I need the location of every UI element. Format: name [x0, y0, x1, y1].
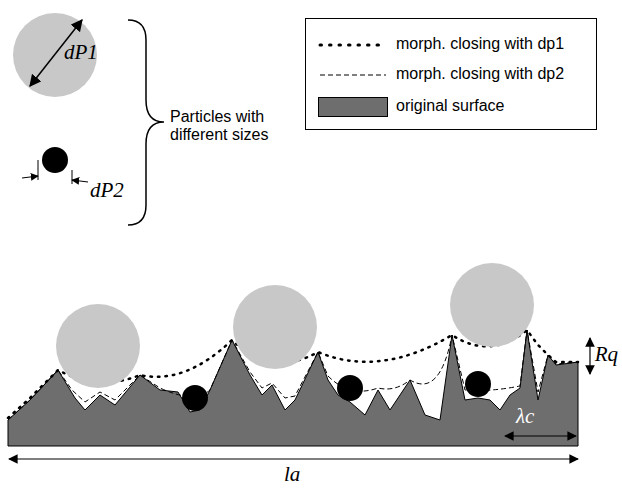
rq-arrow — [589, 338, 590, 374]
legend-row: morph. closing with dp1 — [306, 31, 596, 59]
small-particle — [182, 385, 208, 411]
legend-swatch — [318, 97, 388, 117]
legend-text: original surface — [396, 97, 505, 115]
small-particle — [337, 375, 363, 401]
legend-line-sample — [318, 35, 388, 55]
length-arrow — [9, 458, 578, 459]
small-particle — [465, 371, 491, 397]
cutoff-label: λc — [516, 404, 534, 428]
dimension-tick — [38, 160, 39, 180]
length-label: la — [284, 462, 300, 486]
legend-box: morph. closing with dp1 morph. closing wi… — [305, 18, 597, 130]
brace — [128, 20, 164, 225]
diameter-label: dP2 — [90, 178, 124, 202]
dimension-arrow — [22, 176, 38, 178]
large-particle — [450, 263, 534, 347]
dimension-arrow — [72, 180, 88, 182]
large-particle — [56, 304, 140, 388]
legend-text: morph. closing with dp2 — [396, 65, 564, 83]
legend-line-sample — [318, 65, 388, 85]
small-particle — [42, 147, 68, 173]
legend-text: morph. closing with dp1 — [396, 35, 564, 53]
diameter-label: dP1 — [64, 40, 98, 64]
dimension-tick — [72, 170, 73, 184]
large-particle — [13, 13, 97, 97]
large-particle — [233, 285, 317, 369]
roughness-label: Rq — [595, 342, 618, 366]
legend-row: original surface — [306, 93, 596, 121]
group-label: Particles with different sizes — [170, 108, 300, 145]
legend-row: morph. closing with dp2 — [306, 61, 596, 89]
cutoff-arrow — [505, 435, 576, 436]
